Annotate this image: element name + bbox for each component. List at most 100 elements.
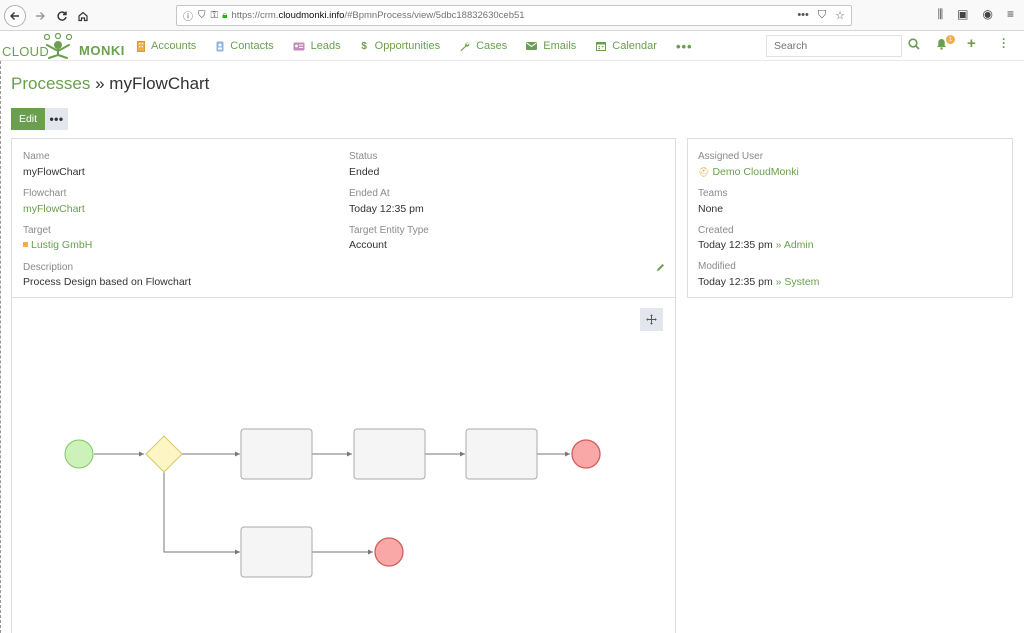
url-host: cloudmonki.info <box>278 10 345 21</box>
wrench-icon <box>459 41 470 52</box>
bookmark-star-icon[interactable]: ☆ <box>835 10 845 22</box>
task-box[interactable] <box>465 428 538 480</box>
modified-separator: » <box>772 276 785 288</box>
edit-button[interactable]: Edit <box>11 108 45 130</box>
url-path: /#BpmnProcess/view/5dbc18832630ceb51 <box>344 10 525 21</box>
assigned-user-label: Assigned User <box>698 151 764 162</box>
assigned-user-text: Demo CloudMonki <box>712 166 799 178</box>
gateway[interactable] <box>145 435 183 473</box>
notification-badge: 1 <box>946 35 955 44</box>
record-title: myFlowChart <box>109 74 210 93</box>
logo-text-cloud: CLOUD <box>2 44 50 59</box>
description-value: Process Design based on Flowchart <box>23 276 192 288</box>
pencil-icon[interactable] <box>656 263 665 275</box>
flowchart-canvas[interactable] <box>12 298 675 633</box>
flowchart-link[interactable]: myFlowChart <box>23 203 85 215</box>
modified-label: Modified <box>698 261 736 272</box>
nav-contacts[interactable]: Contacts <box>215 40 274 52</box>
library-icon[interactable]: ⫼ <box>937 7 944 21</box>
reload-icon[interactable] <box>51 5 73 27</box>
account-square-icon <box>23 242 28 247</box>
sidebar-icon[interactable]: ▣ <box>957 7 969 21</box>
contact-card-icon <box>215 41 224 52</box>
end-event[interactable] <box>571 439 601 469</box>
ended-at-value: Today 12:35 pm <box>349 203 424 215</box>
calendar-icon <box>595 41 606 52</box>
modified-date: Today 12:35 pm <box>698 276 773 288</box>
task-box[interactable] <box>240 526 313 578</box>
dollar-icon: $ <box>361 40 367 52</box>
shield-icon[interactable]: ⛉ <box>198 10 206 21</box>
teams-label: Teams <box>698 188 728 199</box>
nav-leads-label: Leads <box>310 40 341 52</box>
nav-leads[interactable]: Leads <box>293 40 341 52</box>
app-navbar: CLOUD MONKI Accounts Contacts Leads $ Op… <box>0 31 1024 61</box>
envelope-icon <box>526 41 538 52</box>
account-icon[interactable]: ◉ <box>982 7 993 21</box>
created-value: Today 12:35 pm » Admin <box>698 239 814 251</box>
task-box[interactable] <box>353 428 426 480</box>
logo-text-monki: MONKI <box>79 43 125 58</box>
nav-cases[interactable]: Cases <box>459 40 507 52</box>
menu-icon[interactable]: ≡ <box>1006 7 1014 21</box>
back-icon[interactable] <box>4 5 26 27</box>
home-icon[interactable] <box>72 5 94 27</box>
side-panel: Assigned User ⛑Demo CloudMonki Teams Non… <box>687 138 1013 298</box>
user-icon: ⛑ <box>698 167 710 177</box>
key-icon[interactable]: ⚿ <box>210 10 219 21</box>
description-label: Description <box>23 262 74 273</box>
move-arrows-icon[interactable] <box>640 308 663 331</box>
nav-emails-label: Emails <box>543 40 577 52</box>
nav-opportunities-label: Opportunities <box>374 40 441 52</box>
logo[interactable]: CLOUD MONKI <box>2 33 126 59</box>
nav-calendar-label: Calendar <box>612 40 657 52</box>
flowchart-label: Flowchart <box>23 188 67 199</box>
task-box[interactable] <box>240 428 313 480</box>
plus-icon[interactable]: + <box>967 35 976 52</box>
bell-icon[interactable] <box>936 38 947 53</box>
id-card-icon <box>293 41 305 52</box>
status-value: Ended <box>349 166 380 178</box>
ended-at-label: Ended At <box>349 188 390 199</box>
vertical-menu-icon[interactable]: ··· <box>1002 32 1006 54</box>
search-input[interactable] <box>766 35 902 57</box>
assigned-user-link[interactable]: ⛑Demo CloudMonki <box>698 166 799 178</box>
nav-emails[interactable]: Emails <box>526 40 576 52</box>
nav-contacts-label: Contacts <box>230 40 274 52</box>
target-link-text: Lustig GmbH <box>31 239 93 251</box>
url-prefix: https://crm. <box>231 10 279 21</box>
target-entity-type-label: Target Entity Type <box>349 225 429 236</box>
target-label: Target <box>23 225 51 236</box>
target-link[interactable]: Lustig GmbH <box>23 239 92 251</box>
created-label: Created <box>698 225 734 236</box>
flowchart-panel <box>11 297 676 633</box>
monkey-logo-icon <box>43 33 73 59</box>
url-bar[interactable]: ⓘ ⛉ ⚿ 🔒︎ https://crm.cloudmonki.info/#Bp… <box>176 5 852 26</box>
nav-calendar[interactable]: Calendar <box>595 40 657 52</box>
info-icon[interactable]: ⓘ <box>183 12 193 23</box>
more-actions-button[interactable]: ••• <box>45 108 68 130</box>
flow-connector <box>163 472 240 555</box>
forward-icon[interactable] <box>29 5 51 27</box>
building-icon <box>136 40 145 52</box>
breadcrumb-processes[interactable]: Processes <box>11 74 91 93</box>
pocket-icon[interactable]: ⛉ <box>817 9 827 21</box>
created-separator: » <box>772 239 784 251</box>
detail-panel: Name myFlowChart Status Ended Flowchart … <box>11 138 676 298</box>
nav-more-icon[interactable]: ••• <box>675 38 693 54</box>
modified-by-link[interactable]: System <box>784 276 820 288</box>
created-date: Today 12:35 pm <box>698 239 773 251</box>
end-event[interactable] <box>374 537 404 567</box>
name-label: Name <box>23 151 50 162</box>
nav-cases-label: Cases <box>476 40 508 52</box>
created-by-link[interactable]: Admin <box>783 239 814 251</box>
nav-accounts[interactable]: Accounts <box>136 40 196 52</box>
page-actions-icon[interactable]: ••• <box>797 9 809 21</box>
name-value: myFlowChart <box>23 166 85 178</box>
page-title: Processes » myFlowChart <box>11 74 209 94</box>
search-icon[interactable] <box>908 38 920 53</box>
lock-icon: 🔒︎ <box>222 10 228 21</box>
breadcrumb-separator: » <box>90 74 110 93</box>
start-event[interactable] <box>64 439 94 469</box>
nav-opportunities[interactable]: $ Opportunities <box>360 40 440 52</box>
